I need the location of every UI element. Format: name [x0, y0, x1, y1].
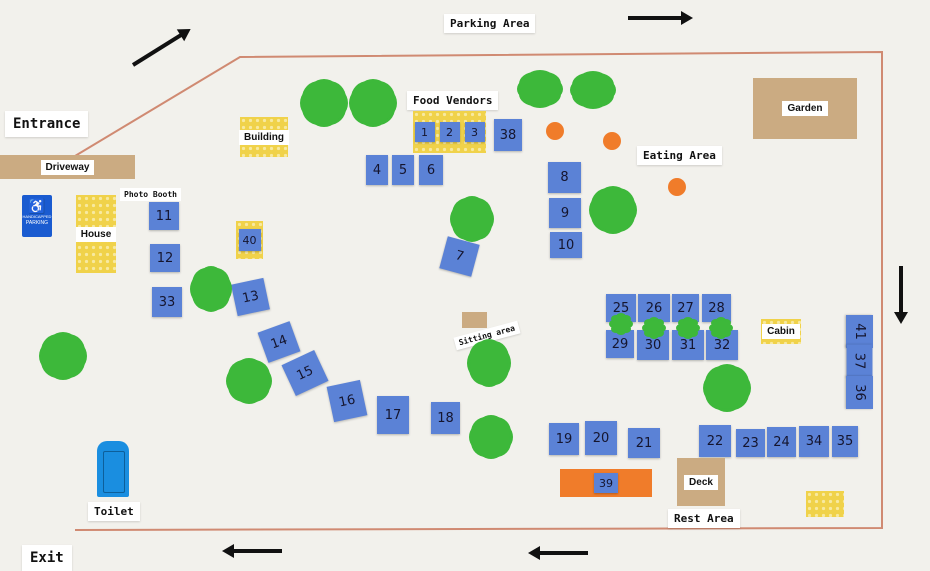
- deck-label: Deck: [684, 474, 718, 490]
- tree-icon: [453, 199, 491, 239]
- booth-4[interactable]: 4: [366, 155, 388, 185]
- tree-icon: [42, 335, 84, 377]
- booth-22[interactable]: 22: [699, 425, 731, 457]
- tree-icon: [352, 82, 394, 124]
- arrow-west-icon: [538, 551, 588, 555]
- eating-area-label: Eating Area: [637, 146, 722, 165]
- exit-label: Exit: [22, 545, 72, 571]
- booth-20[interactable]: 20: [585, 421, 617, 455]
- booth-2[interactable]: 2: [439, 122, 460, 142]
- booth-3[interactable]: 3: [464, 122, 485, 142]
- booth-23[interactable]: 23: [736, 429, 765, 457]
- booth-39-stall: 39: [560, 469, 652, 497]
- eating-table: [603, 132, 621, 150]
- booth-12[interactable]: 12: [150, 244, 180, 272]
- building: Building: [239, 117, 289, 157]
- booth-41[interactable]: 41: [846, 315, 873, 348]
- tree-icon: [679, 320, 697, 336]
- booth-28[interactable]: 28: [702, 294, 731, 322]
- arrow-south-icon: [899, 266, 903, 314]
- driveway: Driveway: [0, 155, 135, 179]
- house: House: [75, 195, 117, 273]
- booth-16[interactable]: 16: [326, 379, 368, 423]
- booth-5[interactable]: 5: [392, 155, 414, 185]
- portable-toilet-icon: [97, 441, 129, 497]
- booth-36[interactable]: 36: [846, 376, 873, 409]
- booth-13[interactable]: 13: [231, 277, 270, 317]
- eating-table: [668, 178, 686, 196]
- booth-40-stall: 40: [236, 221, 263, 259]
- booth-19[interactable]: 19: [549, 423, 579, 455]
- entrance-label: Entrance: [5, 111, 89, 137]
- tree-icon: [472, 418, 510, 456]
- toilet-door: [103, 451, 125, 493]
- building-label: Building: [239, 129, 289, 145]
- booth-9[interactable]: 9: [549, 198, 581, 228]
- handicapped-parking-sign: ♿ HANDICAPPED PARKING: [22, 195, 52, 237]
- booth-29[interactable]: 29: [606, 330, 634, 358]
- tree-icon: [645, 320, 663, 336]
- rest-area-label: Rest Area: [668, 509, 740, 528]
- parking-text: PARKING: [25, 220, 49, 226]
- cabin: Cabin: [761, 319, 801, 344]
- cabin-label: Cabin: [762, 324, 800, 339]
- booth-11[interactable]: 11: [149, 202, 179, 230]
- garden-label: Garden: [782, 101, 828, 116]
- tree-icon: [592, 189, 634, 231]
- tree-icon: [229, 361, 269, 401]
- booth-21[interactable]: 21: [628, 428, 660, 458]
- tree-icon: [712, 320, 730, 336]
- booth-35[interactable]: 35: [832, 426, 858, 457]
- booth-26[interactable]: 26: [638, 294, 670, 322]
- tree-icon: [303, 82, 345, 124]
- sitting-area-bench: [462, 312, 487, 328]
- garden: Garden: [753, 78, 857, 139]
- booth-39[interactable]: 39: [594, 473, 618, 493]
- booth-30[interactable]: 30: [637, 330, 669, 360]
- booth-27[interactable]: 27: [672, 294, 699, 322]
- booth-17[interactable]: 17: [377, 396, 409, 434]
- tree-icon: [470, 342, 508, 384]
- booth-24[interactable]: 24: [767, 427, 796, 457]
- yellow-structure: [806, 491, 844, 517]
- booth-38[interactable]: 38: [494, 119, 522, 151]
- toilet-label: Toilet: [88, 502, 140, 521]
- photo-booth-label: Photo Booth: [120, 188, 181, 201]
- eating-table: [546, 122, 564, 140]
- booth-6[interactable]: 6: [419, 155, 443, 185]
- arrow-east-icon: [628, 11, 693, 25]
- tree-icon: [612, 316, 630, 332]
- food-vendors-label: Food Vendors: [407, 91, 499, 110]
- handicapped-text: HANDICAPPED: [22, 214, 52, 219]
- tree-icon: [520, 73, 560, 105]
- wheelchair-icon: ♿: [28, 198, 46, 214]
- deck: Deck: [677, 458, 725, 506]
- arrow-west-icon: [232, 549, 282, 553]
- booth-10[interactable]: 10: [550, 232, 582, 258]
- booth-8[interactable]: 8: [548, 162, 581, 193]
- booth-18[interactable]: 18: [431, 402, 460, 434]
- tree-icon: [193, 269, 229, 309]
- booth-1[interactable]: 1: [414, 122, 435, 142]
- house-label: House: [75, 226, 117, 242]
- booth-40[interactable]: 40: [238, 229, 261, 251]
- booth-34[interactable]: 34: [799, 426, 829, 457]
- driveway-label: Driveway: [40, 159, 95, 175]
- parking-area-label: Parking Area: [444, 14, 536, 33]
- tree-icon: [706, 367, 748, 409]
- tree-icon: [573, 74, 613, 106]
- booth-33[interactable]: 33: [152, 287, 182, 317]
- food-vendor-stall: 1 2 3: [413, 111, 486, 153]
- booth-37[interactable]: 37: [846, 344, 873, 378]
